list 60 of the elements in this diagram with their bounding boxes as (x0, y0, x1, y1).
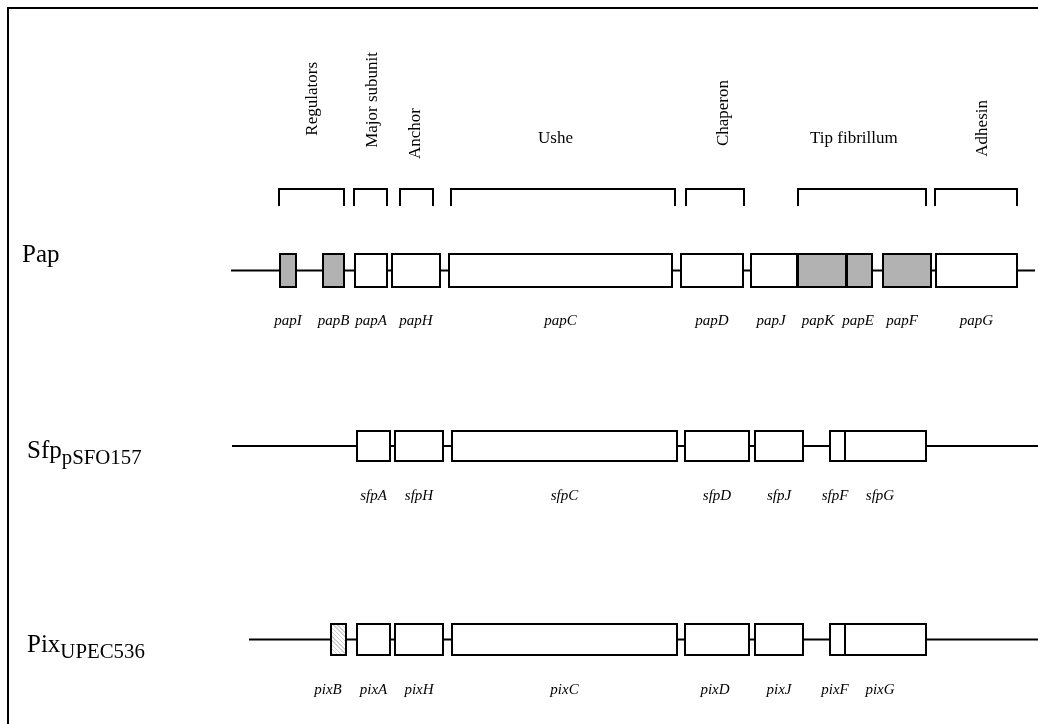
gene-box (451, 430, 678, 462)
gene-name: papC (544, 312, 577, 329)
gene-name: pixC (550, 681, 579, 698)
gene-name: sfpG (865, 487, 895, 504)
gene-name: pixD (700, 681, 730, 698)
gene-box (882, 253, 932, 288)
category-label: Major subunit (362, 52, 382, 148)
gene-name: sfpJ (766, 487, 792, 504)
gene-name: papG (959, 312, 994, 329)
gene-box (330, 623, 347, 656)
category-label: Adhesin (972, 100, 992, 157)
category-label: Ushe (538, 128, 573, 148)
gene-name: papE (842, 312, 874, 329)
gene-name: pixJ (766, 681, 792, 698)
gene-box (684, 430, 750, 462)
gene-name: sfpC (550, 487, 579, 504)
gene-box (356, 430, 391, 462)
gene-name: papD (695, 312, 729, 329)
gene-box (680, 253, 744, 288)
gene-box (356, 623, 391, 656)
gene-name: pixF (821, 681, 849, 698)
gene-box (394, 430, 444, 462)
operon-name: Pix$_{UPEC536}$ (27, 630, 145, 664)
gene-box (846, 253, 873, 288)
gene-box (279, 253, 297, 288)
gene-box (448, 253, 673, 288)
gene-name: sfpF (821, 487, 849, 504)
gene-box (451, 623, 678, 656)
gene-name: papF (886, 312, 918, 329)
gene-name: papJ (756, 312, 786, 329)
gene-name: pixH (404, 681, 434, 698)
gene-name: pixG (865, 681, 895, 698)
gene-name: sfpA (360, 487, 387, 504)
gene-box (797, 253, 847, 288)
category-label: Regulators (302, 62, 322, 136)
category-label: Tip fibrillum (810, 128, 898, 148)
gene-name: sfpH (404, 487, 434, 504)
operon-name: Pap (22, 240, 60, 268)
gene-name: papB (317, 312, 350, 329)
gene-box (684, 623, 750, 656)
gene-box (935, 253, 1018, 288)
operon-name: Sfp$_{pSFO157}$ (27, 436, 142, 470)
gene-name: papA (355, 312, 387, 329)
gene-name: sfpD (702, 487, 732, 504)
gene-box (391, 253, 441, 288)
gene-name: pixB (314, 681, 342, 698)
gene-box (750, 253, 798, 288)
category-label: Anchor (405, 108, 425, 159)
gene-name: pixA (359, 681, 388, 698)
gene-box (844, 430, 927, 462)
category-label: Chaperon (713, 80, 733, 147)
gene-box (322, 253, 345, 288)
gene-box (844, 623, 927, 656)
gene-name: papH (399, 312, 433, 329)
gene-box (754, 623, 804, 656)
gene-name: papI (274, 312, 302, 329)
gene-box (394, 623, 444, 656)
gene-name: papK (801, 312, 835, 329)
gene-box (354, 253, 388, 288)
gene-box (754, 430, 804, 462)
